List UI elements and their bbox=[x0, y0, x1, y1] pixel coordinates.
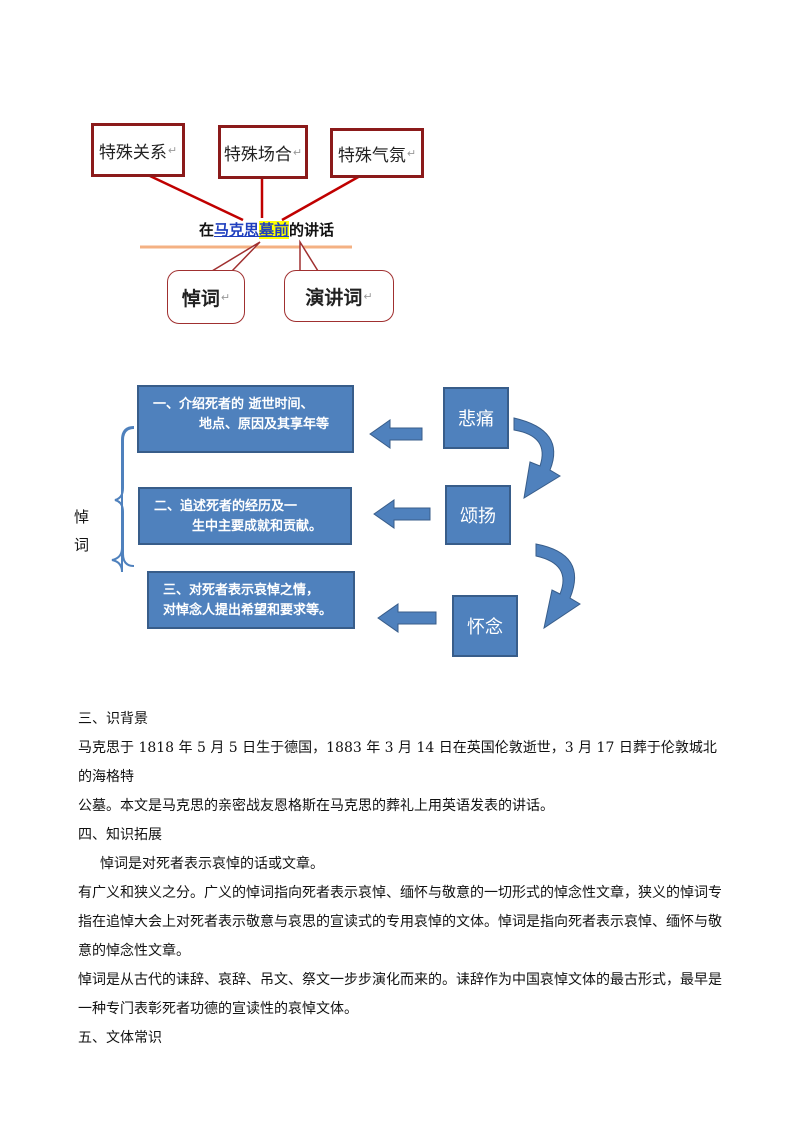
heading-knowledge-expansion: 四、知识拓展 bbox=[78, 827, 162, 843]
paragraph-mark: ↵ bbox=[220, 290, 231, 304]
emotion-grief-label: 悲痛 bbox=[458, 409, 494, 430]
heading-background: 三、识背景 bbox=[78, 711, 148, 727]
emotion-remembrance: 怀念 bbox=[452, 595, 518, 657]
speech-link-marx[interactable]: 马克思 bbox=[214, 221, 260, 239]
callout-speech: 演讲词↵ bbox=[284, 270, 394, 322]
callout-pointer-speech bbox=[299, 239, 319, 272]
arrow-left-1 bbox=[369, 419, 423, 449]
arrow-left-3 bbox=[377, 603, 437, 633]
box-atmosphere-label: 特殊气氛 bbox=[337, 145, 406, 166]
heading-genre-knowledge: 五、文体常识 bbox=[78, 1030, 162, 1046]
paragraph-scope-line3: 意的悼念性文章。 bbox=[78, 943, 190, 959]
emotion-praise-label: 颂扬 bbox=[460, 506, 496, 527]
callout-eulogy: 悼词↵ bbox=[167, 270, 245, 324]
body-text: 三、识背景 马克思于 1818 年 5 月 5 日生于德国，1883 年 3 月… bbox=[78, 705, 728, 1053]
item1-line2: 地点、原因及其享年等 bbox=[199, 417, 330, 432]
emotion-grief: 悲痛 bbox=[443, 387, 509, 449]
item3-line1: 三、对死者表示哀悼之情， bbox=[163, 583, 320, 598]
paragraph-mark: ↵ bbox=[406, 146, 417, 160]
curved-arrow-1 bbox=[513, 417, 561, 499]
item2-line2: 生中主要成就和贡献。 bbox=[192, 519, 323, 534]
paragraph-mark: ↵ bbox=[363, 289, 373, 303]
connector-relation bbox=[149, 174, 244, 222]
paragraph-scope-line1: 有广义和狭义之分。广义的悼词指向死者表示哀悼、缅怀与敬意的一切形式的悼念性文章，… bbox=[78, 885, 722, 901]
item3-line2: 对悼念人提出希望和要求等。 bbox=[163, 603, 333, 618]
paragraph-background-line1: 马克思于 1818 年 5 月 5 日生于德国，1883 年 3 月 14 日在… bbox=[78, 740, 717, 785]
callout-pointer-eulogy bbox=[211, 241, 261, 272]
emotion-praise: 颂扬 bbox=[445, 485, 511, 545]
callout-eulogy-label: 悼词 bbox=[181, 287, 220, 310]
paragraph-origin-line1: 悼词是从古代的诔辞、哀辞、吊文、祭文一步步演化而来的。诔辞作为中国哀悼文体的最古… bbox=[78, 972, 722, 988]
eulogy-item-3: 三、对死者表示哀悼之情， 对悼念人提出希望和要求等。 bbox=[147, 571, 355, 629]
callout-speech-label: 演讲词 bbox=[305, 286, 363, 309]
curved-arrow-2 bbox=[535, 543, 581, 630]
box-relation-label: 特殊关系 bbox=[98, 142, 167, 163]
eulogy-item-1: 一、介绍死者的 逝世时间、 地点、原因及其享年等 bbox=[137, 385, 354, 453]
paragraph-mark: ↵ bbox=[167, 143, 178, 157]
item1-line1: 一、介绍死者的 逝世时间、 bbox=[153, 397, 314, 412]
speech-title: 在马克思墓前的讲话 bbox=[199, 219, 334, 240]
diagram2-shapes bbox=[111, 417, 581, 633]
box-occasion-label: 特殊场合 bbox=[223, 144, 292, 165]
side-label-eulogy-2: 词 bbox=[74, 536, 90, 554]
box-special-occasion: 特殊场合↵ bbox=[218, 125, 308, 179]
speech-suffix: 的讲话 bbox=[289, 221, 335, 239]
box-special-relation: 特殊关系↵ bbox=[91, 123, 185, 177]
box-special-atmosphere: 特殊气氛↵ bbox=[330, 128, 424, 178]
arrow-left-2 bbox=[373, 499, 431, 529]
diagram1-lines bbox=[140, 174, 361, 272]
eulogy-item-2: 二、追述死者的经历及一 生中主要成就和贡献。 bbox=[138, 487, 352, 545]
paragraph-background-line2: 公墓。本文是马克思的亲密战友恩格斯在马克思的葬礼上用英语发表的讲话。 bbox=[78, 798, 554, 814]
connector-atmosphere bbox=[281, 174, 361, 222]
speech-prefix: 在 bbox=[199, 221, 215, 239]
paragraph-scope-line2: 指在追悼大会上对死者表示敬意与哀思的宣读式的专用哀悼的文体。悼词是指向死者表示哀… bbox=[78, 914, 722, 930]
item2-line1: 二、追述死者的经历及一 bbox=[154, 499, 298, 514]
left-bracket-main bbox=[114, 427, 135, 567]
paragraph-mark: ↵ bbox=[292, 145, 303, 159]
side-label-eulogy-1: 悼 bbox=[74, 508, 90, 526]
speech-highlight: 墓前 bbox=[259, 221, 290, 239]
emotion-remembrance-label: 怀念 bbox=[467, 617, 503, 638]
paragraph-origin-line2: 一种专门表彰死者功德的宣读性的哀悼文体。 bbox=[78, 1001, 358, 1017]
paragraph-definition: 悼词是对死者表示哀悼的话或文章。 bbox=[100, 856, 324, 872]
